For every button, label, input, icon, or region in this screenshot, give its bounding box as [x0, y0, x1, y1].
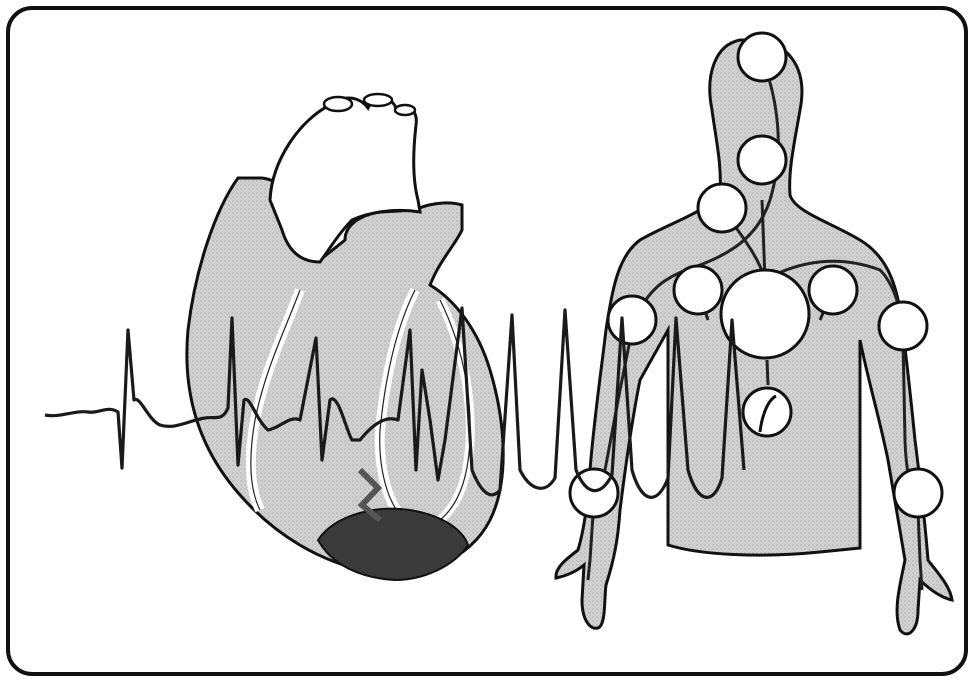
electrode-left-wrist	[894, 469, 942, 517]
electrode-head	[738, 33, 786, 81]
electrode-right-arm-upper	[608, 296, 656, 344]
electrode-left-shoulder-upper	[698, 184, 746, 232]
vessel-opening-1	[324, 97, 352, 111]
electrode-left-arm-upper	[879, 302, 927, 350]
human-torso	[556, 33, 952, 634]
electrode-abdomen	[743, 388, 791, 436]
electrode-neck	[738, 136, 786, 184]
vessel-opening-2	[364, 94, 392, 106]
electrode-chest-right	[809, 266, 857, 314]
electrode-chest-left	[674, 266, 722, 314]
vessel-opening-3	[395, 105, 415, 115]
